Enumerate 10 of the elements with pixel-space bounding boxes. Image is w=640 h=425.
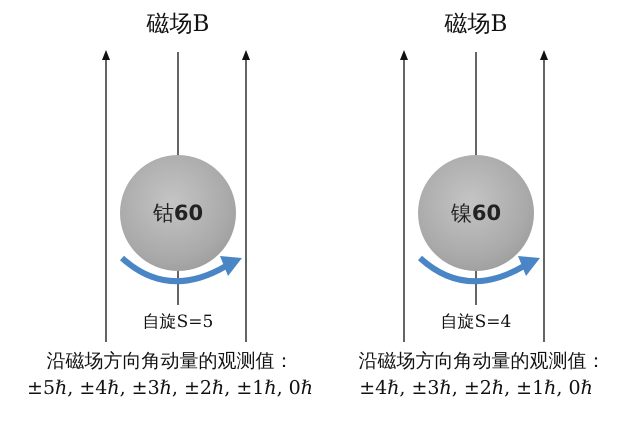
sphere-label: 镍60 — [450, 200, 502, 227]
spin-label: 自旋S=4 — [440, 311, 512, 333]
observation-caption: 沿磁场方向角动量的观测值： — [46, 349, 294, 374]
observation-caption: 沿磁场方向角动量的观测值： — [358, 349, 606, 374]
field-title: 磁场B — [146, 10, 210, 39]
observation-values: ±5ℏ, ±4ℏ, ±3ℏ, ±2ℏ, ±1ℏ, 0ℏ — [27, 377, 313, 399]
observation-values: ±4ℏ, ±3ℏ, ±2ℏ, ±1ℏ, 0ℏ — [359, 377, 593, 399]
spin-label: 自旋S=5 — [142, 311, 214, 333]
sphere-label: 钴60 — [152, 200, 204, 227]
field-title: 磁场B — [444, 10, 508, 39]
